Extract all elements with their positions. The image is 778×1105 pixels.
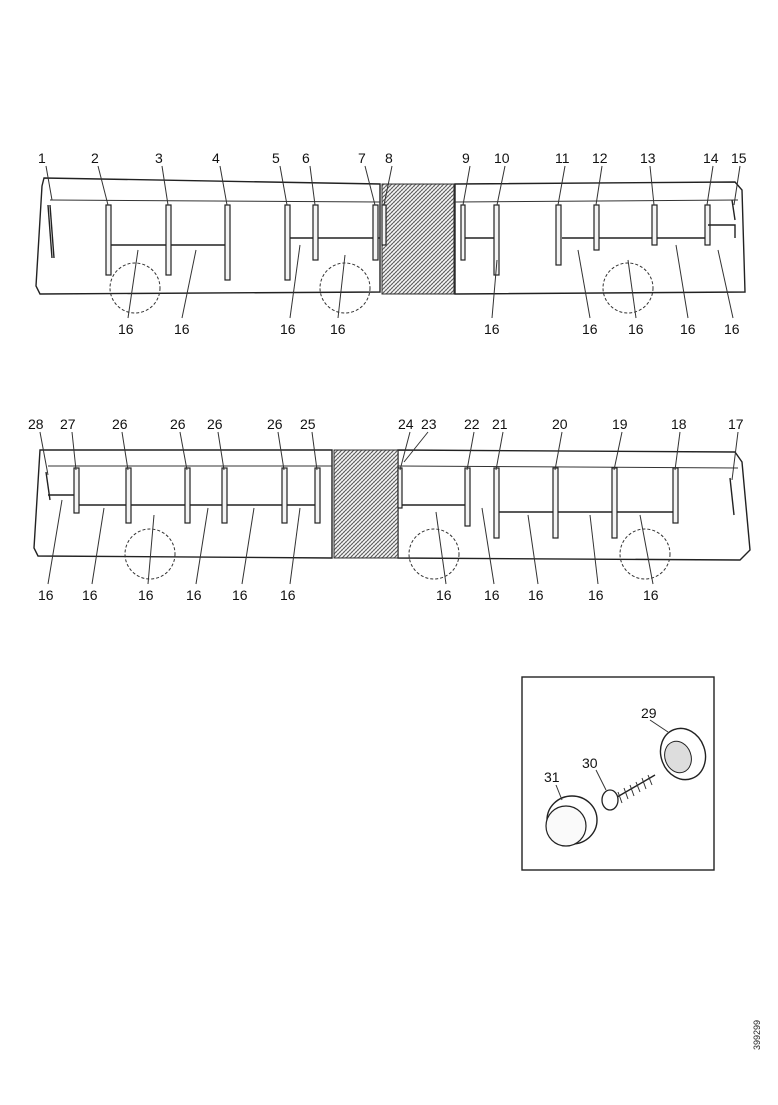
callout-label: 14 [703,150,719,166]
articulation-bellows [381,183,455,295]
callout-label: 10 [494,150,510,166]
callout-label: 16 [528,587,544,603]
callout-label: 27 [60,416,76,432]
callout-label: 16 [38,587,54,603]
callout-label: 8 [385,150,393,166]
callout-label: 13 [640,150,656,166]
wheel-arch [619,528,671,580]
callout-label: 9 [462,150,470,166]
top-bus-drawing [35,177,746,314]
callout-label: 12 [592,150,608,166]
callout-label: 16 [588,587,604,603]
callout-label: 25 [300,416,316,432]
figure-reference-number: 399299 [752,1019,762,1050]
callout-label: 16 [82,587,98,603]
callout-label: 26 [267,416,283,432]
callout-label: 16 [186,587,202,603]
callout-label: 18 [671,416,687,432]
callout-label: 5 [272,150,280,166]
ring-part [659,727,707,781]
callout-label: 29 [641,705,657,721]
callout-label: 19 [612,416,628,432]
callout-label: 16 [280,321,296,337]
top-leader-lines [45,165,741,319]
wheel-arch [319,262,371,314]
callout-label: 1 [38,150,46,166]
callout-label: 16 [330,321,346,337]
callout-label: 21 [492,416,508,432]
callout-label: 16 [628,321,644,337]
callout-label: 6 [302,150,310,166]
callout-label: 20 [552,416,568,432]
screw-part [601,774,656,811]
callout-label: 16 [138,587,154,603]
wheel-arch [602,262,654,314]
middle-leader-lines [39,431,739,585]
wheel-arch [109,262,161,314]
callout-label: 30 [582,755,598,771]
callout-label: 16 [680,321,696,337]
callout-label: 2 [91,150,99,166]
callout-label: 16 [484,321,500,337]
callout-label: 16 [582,321,598,337]
callout-label: 16 [484,587,500,603]
detail-inset: 29 30 31 [521,676,715,871]
wheel-arch [124,528,176,580]
callout-label: 28 [28,416,44,432]
callout-label: 4 [212,150,220,166]
callout-label: 11 [555,150,570,166]
callout-label: 23 [421,416,437,432]
callout-label: 16 [174,321,190,337]
callout-label: 16 [232,587,248,603]
middle-bus-drawing [33,449,751,580]
callout-label: 16 [436,587,452,603]
callout-label: 17 [728,416,744,432]
callout-label: 15 [731,150,747,166]
callout-label: 26 [207,416,223,432]
callout-label: 7 [358,150,366,166]
callout-label: 3 [155,150,163,166]
callout-label: 22 [464,416,480,432]
callout-label: 26 [112,416,128,432]
callout-label: 16 [280,587,296,603]
callout-label: 16 [118,321,134,337]
callout-label: 24 [398,416,414,432]
middle-callouts: 28 27 26 26 26 26 25 24 23 22 21 20 19 1… [28,416,744,603]
articulation-bellows [333,449,399,559]
top-callouts: 1 2 3 4 5 6 7 8 9 10 11 12 13 14 15 16 1… [38,150,747,337]
callout-label: 16 [643,587,659,603]
callout-label: 16 [724,321,740,337]
callout-label: 31 [544,769,560,785]
callout-label: 26 [170,416,186,432]
cap-part [545,795,598,847]
wheel-arch [408,528,460,580]
